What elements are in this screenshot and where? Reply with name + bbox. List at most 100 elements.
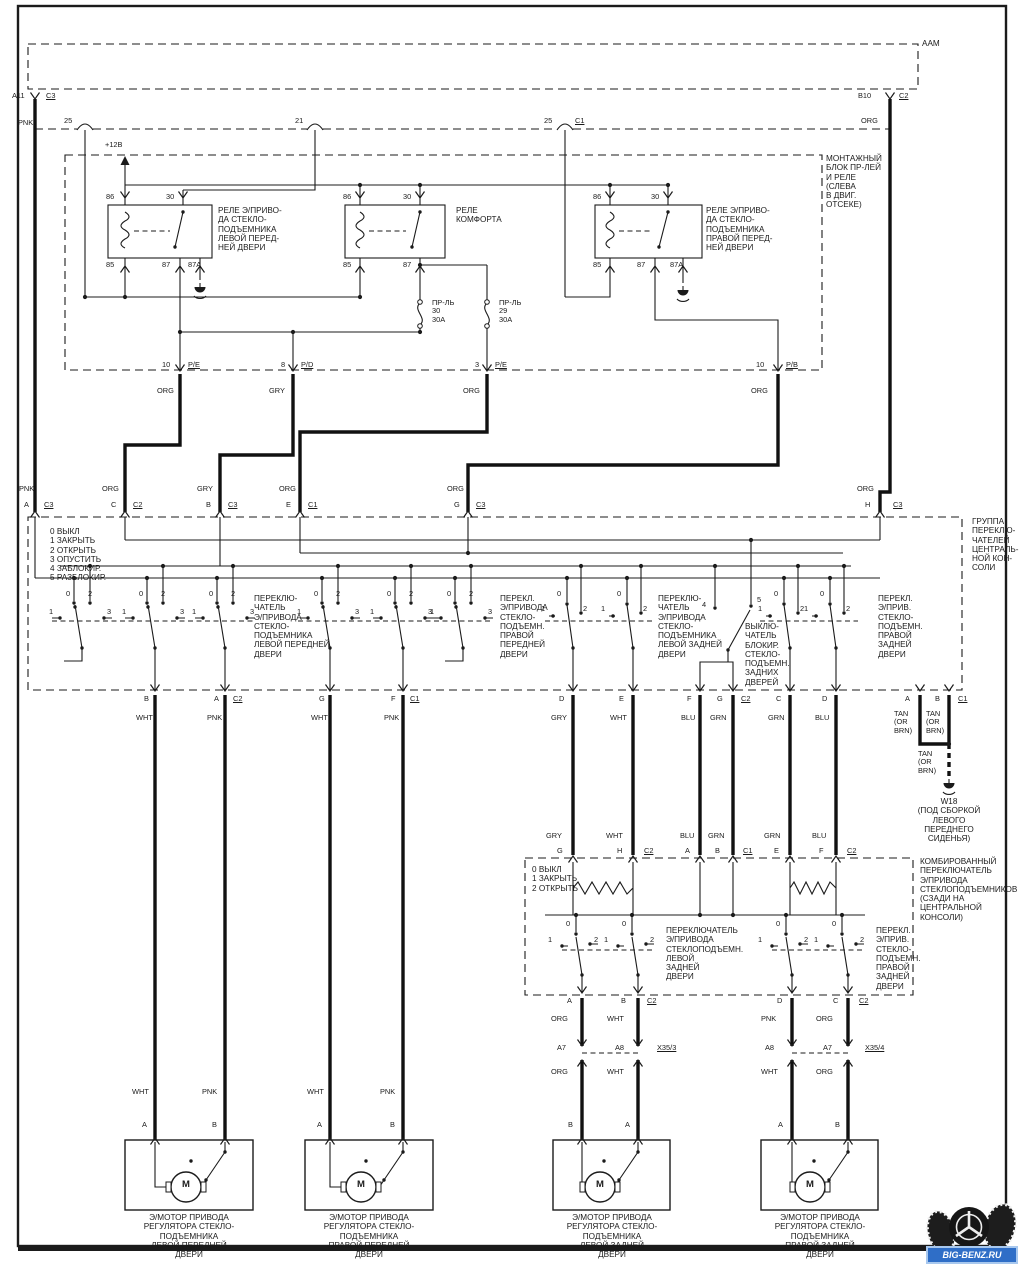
pin-a11: A11 <box>12 91 25 100</box>
pos-digit: 0 <box>139 589 144 598</box>
connector-arrows-down <box>30 92 954 1048</box>
pos-digit: 0 <box>566 919 571 928</box>
conn-code: X35/3 <box>657 1043 677 1052</box>
plus-12v-arrow <box>120 156 130 165</box>
wire-color-label: PNK <box>761 1014 777 1023</box>
conn-code: C2 <box>741 694 751 703</box>
fuse-29-label: ПР-ЛЬ 29 30А <box>499 298 522 324</box>
rear-combined-switch-box <box>524 857 914 996</box>
relay-pin: 85 <box>593 260 602 269</box>
relay-pin: 85 <box>106 260 115 269</box>
rear-switch-rr-label: ПЕРЕКЛ. Э/ПРИВ. СТЕКЛО- ПОДЪЕМН. ПРАВОЙ … <box>876 926 921 991</box>
big-benz-banner[interactable]: BIG-BENZ.RU <box>926 1246 1018 1264</box>
pin-label: H <box>617 846 623 855</box>
wire-color-label: ORG <box>751 386 768 395</box>
pos-digit: 1 <box>370 607 375 616</box>
pin-label: A7 <box>823 1043 833 1052</box>
pos-digit: 1 <box>192 607 197 616</box>
lockout-switch-label: ВЫКЛЮ- ЧАТЕЛЬ БЛОКИР. СТЕКЛО- ПОДЪЕМН. З… <box>745 622 790 687</box>
wire-color-label: WHT <box>761 1067 778 1076</box>
conn-code: C2 <box>133 500 143 509</box>
wire-color-label: PNK <box>19 484 35 493</box>
motor-terminals <box>165 1181 831 1193</box>
motor-rf-label: Э/МОТОР ПРИВОДА РЕГУЛЯТОРА СТЕКЛО- ПОДЪЕ… <box>323 1213 415 1260</box>
motor-rr-box <box>760 1139 879 1211</box>
plus-12v-label: +12В <box>105 140 123 149</box>
junction-dots <box>71 182 952 918</box>
fuse-25-label: 25 <box>64 116 73 125</box>
pin-label: E <box>619 694 624 703</box>
pin-label: E <box>774 846 779 855</box>
conn-code: C1 <box>743 846 753 855</box>
switch-rf-label: ПЕРЕКЛ. Э/ПРИВОДА СТЕКЛО- ПОДЪЕМН. ПРАВО… <box>500 594 548 659</box>
wire-color-label: TAN (OR BRN) <box>894 709 913 735</box>
pos-digit: 3 <box>428 607 433 616</box>
pin-label: A <box>24 500 29 509</box>
wire-color-label: WHT <box>307 1087 324 1096</box>
console-group-label: ГРУППА ПЕРЕКЛЮ- ЧАТЕЛЕЙ ЦЕНТРАЛЬ- НОЙ КО… <box>972 517 1019 573</box>
pos-digit: 1 <box>548 935 553 944</box>
pin-label: D <box>559 694 565 703</box>
conn-code: X35/4 <box>865 1043 885 1052</box>
relay-block-wiring <box>84 130 779 371</box>
pos-digit: 1 <box>758 604 763 613</box>
wire-color-label: WHT <box>132 1087 149 1096</box>
wire-color-label: BLU <box>680 831 695 840</box>
relay-pin: 86 <box>343 192 352 201</box>
conn-code: P/D <box>301 360 314 369</box>
wire-color-label: ORG <box>816 1014 833 1023</box>
motor-rf-box <box>304 1139 434 1211</box>
relay-lf-label: РЕЛЕ Э/ПРИВО- ДА СТЕКЛО- ПОДЪЕМНИКА ЛЕВО… <box>218 206 282 253</box>
wire-color-label: WHT <box>311 713 328 722</box>
pos-digit: 0 <box>820 589 825 598</box>
wire-color-label: GRN <box>764 831 781 840</box>
motor-lr-label: Э/МОТОР ПРИВОДА РЕГУЛЯТОРА СТЕКЛО- ПОДЪЕ… <box>566 1213 658 1260</box>
pos-digit: 2 <box>804 935 809 944</box>
conn-code: C3 <box>46 91 56 100</box>
rear-switch-wiring <box>545 862 865 992</box>
pos-digit: 2 <box>469 589 474 598</box>
pin-label: F <box>391 694 396 703</box>
pos-digit: 0 <box>774 589 779 598</box>
ground-w18-label: W18 (ПОД СБОРКОЙ ЛЕВОГО ПЕРЕДНЕГО СИДЕНЬ… <box>917 797 981 844</box>
relay-comfort-label: РЕЛЕ КОМФОРТА <box>456 206 502 225</box>
pos-digit: 1 <box>541 604 546 613</box>
switch-lr-label: ПЕРЕКЛЮ- ЧАТЕЛЬ Э/ПРИВОДА СТЕКЛО- ПОДЪЕМ… <box>658 594 723 659</box>
motor-rr-label: Э/МОТОР ПРИВОДА РЕГУЛЯТОРА СТЕКЛО- ПОДЪЕ… <box>774 1213 866 1260</box>
pin-label: B <box>206 500 211 509</box>
aam-module-label: AAM <box>922 39 940 48</box>
relay-comfort-box <box>344 204 446 259</box>
motor-m: M <box>182 1179 190 1190</box>
conn-code: C3 <box>893 500 903 509</box>
pos-digit: 1 <box>604 935 609 944</box>
pin-label: A8 <box>615 1043 625 1052</box>
pin-label: A <box>317 1120 322 1129</box>
pos-digit: 2 <box>846 604 851 613</box>
wire-color-label: ORG <box>447 484 464 493</box>
pin-label: B <box>935 694 940 703</box>
conn-code: C3 <box>44 500 54 509</box>
aam-module-box <box>27 43 919 90</box>
pos-digit: 3 <box>180 607 185 616</box>
contact-dots <box>58 210 858 1182</box>
pos-digit: 2 <box>583 604 588 613</box>
conn-code: C1 <box>575 116 585 125</box>
fuse-25-label: 25 <box>544 116 553 125</box>
wire-color-label: BLU <box>812 831 827 840</box>
wire-color-label: ORG <box>857 484 874 493</box>
wire-color-label: BLU <box>681 713 696 722</box>
pos-digit: 3 <box>107 607 112 616</box>
pos-digit: 2 <box>336 589 341 598</box>
pos-digit: 3 <box>355 607 360 616</box>
conn-code: C1 <box>958 694 968 703</box>
relay-pin: 87 <box>403 260 412 269</box>
wire-color-label: PNK <box>207 713 223 722</box>
pin-label: F <box>687 694 692 703</box>
pin-label: F <box>819 846 824 855</box>
fuse-21-label: 21 <box>295 116 304 125</box>
thick-wires <box>33 99 951 1140</box>
motor-m: M <box>596 1179 604 1190</box>
pin-label: A <box>214 694 219 703</box>
relay-lf-box <box>107 204 213 259</box>
